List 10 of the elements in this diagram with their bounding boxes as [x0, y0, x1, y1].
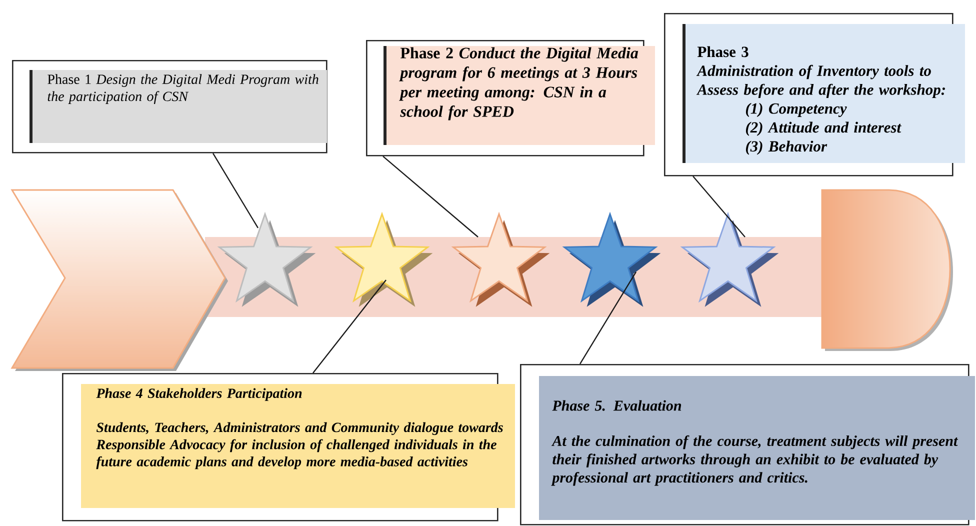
callout-box: Phase 2 Conduct the Digital Media program for 6 meetings at 3 Hours per meeting among: CSN in a school for SPED [366, 40, 655, 156]
callout-box: Phase 1 Design the Digital Medi Program with the participation of CSN [12, 60, 328, 154]
callout-box: Phase 4 Stakeholders Participation Students, Teachers, Administrators and Community dialogue towards Responsible Advocacy for inclusion of challenged individuals in the future academic plans and develop more media-based activities [62, 373, 515, 522]
leader-line [692, 176, 746, 238]
callout-box: Phase 3 Administration of Inventory tools to Assess before and after the workshop: (1) Competency (2) Attitude and interest (3) Behavior [664, 13, 965, 176]
callout-box: Phase 5. Evaluation At the culmination of the course, treatment subjects will present their finished artworks through an exhibit to be evaluated by professional art practitioners and critics. [520, 364, 975, 526]
leader-line [382, 156, 478, 238]
leader-line [580, 272, 637, 364]
leader-line [212, 152, 259, 228]
leader-line [312, 280, 386, 374]
